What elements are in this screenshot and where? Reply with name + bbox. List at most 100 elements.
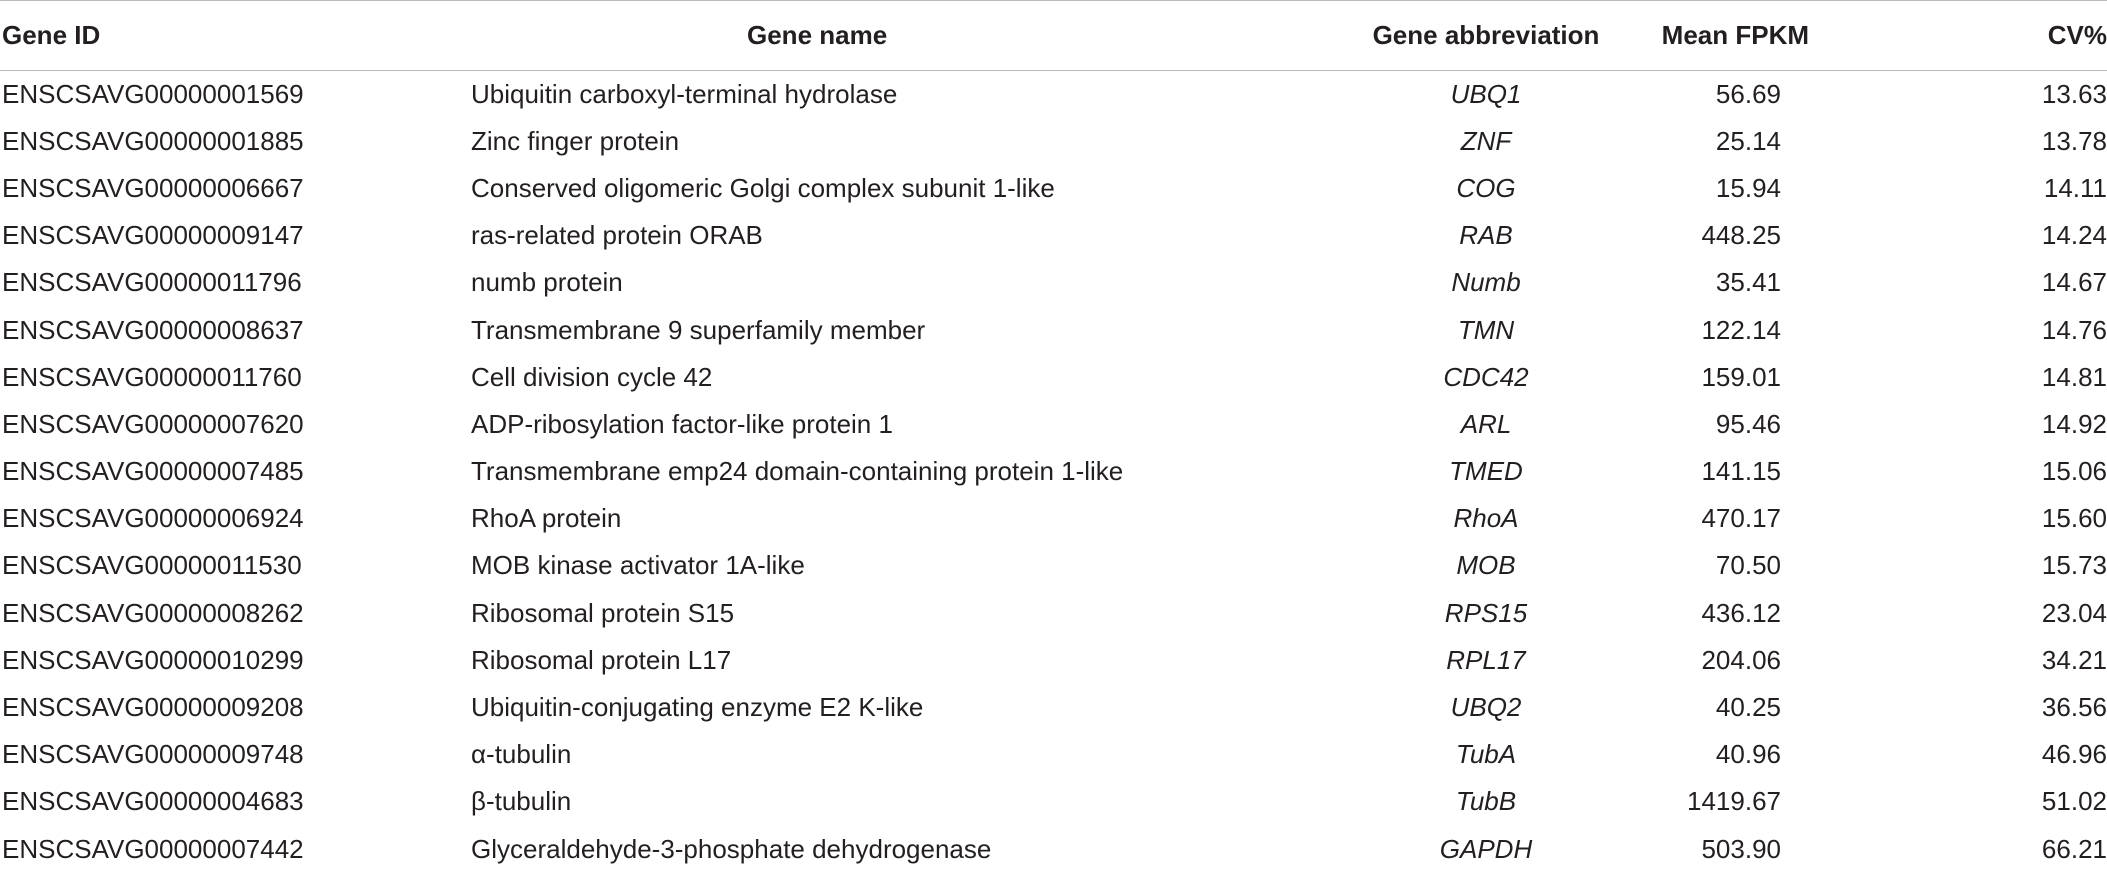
table-row: ENSCSAVG00000001885 Zinc finger protein ZN…: [0, 118, 2107, 165]
gene-abbreviation-cell: RAB: [1459, 220, 1513, 251]
gene-name-cell: Glyceraldehyde-3-phosphate dehydrogenase: [471, 833, 992, 864]
gene-abbreviation-cell: CDC42: [1443, 361, 1529, 392]
table-row: ENSCSAVG00000009748 α-tubulin TubA 40.96 46.…: [0, 731, 2107, 778]
gene-name-cell: numb protein: [471, 267, 623, 298]
table-row: ENSCSAVG00000006667 Conserved oligomeric …: [0, 165, 2107, 212]
header-row: Gene ID Gene name Gene abbreviation Mean…: [0, 0, 2107, 71]
gene-id-cell: ENSCSAVG00000011760: [2, 361, 302, 392]
cv-cell: 46.96: [2041, 739, 2107, 770]
cv-cell: 51.02: [2041, 786, 2107, 817]
mean-fpkm-cell: 15.94: [1715, 172, 1781, 203]
gene-abbreviation-cell: UBQ2: [1450, 692, 1522, 723]
mean-fpkm-cell: 470.17: [1701, 503, 1781, 534]
gene-name-cell: MOB kinase activator 1A-like: [471, 550, 805, 581]
gene-abbreviation-cell: GAPDH: [1439, 833, 1533, 864]
mean-fpkm-cell: 159.01: [1701, 361, 1781, 392]
cv-cell: 14.67: [2041, 267, 2107, 298]
gene-abbreviation-cell: ARL: [1460, 408, 1512, 439]
mean-fpkm-cell: 141.15: [1701, 456, 1781, 487]
gene-name-cell: ADP-ribosylation factor-like protein 1: [471, 408, 893, 439]
gene-id-cell: ENSCSAVG00000004683: [2, 786, 304, 817]
cv-cell: 14.92: [2041, 408, 2107, 439]
mean-fpkm-cell: 40.96: [1715, 739, 1781, 770]
cv-cell: 15.60: [2041, 503, 2107, 534]
gene-name-cell: ras-related protein ORAB: [471, 220, 763, 251]
gene-abbreviation-cell: RPL17: [1446, 644, 1526, 675]
gene-abbreviation-cell: Numb: [1451, 267, 1521, 298]
gene-id-cell: ENSCSAVG00000007485: [2, 456, 304, 487]
gene-name-cell: α-tubulin: [471, 739, 572, 770]
mean-fpkm-cell: 35.41: [1715, 267, 1781, 298]
gene-abbreviation-cell: UBQ1: [1450, 78, 1522, 109]
gene-id-cell: ENSCSAVG00000006924: [2, 503, 304, 534]
cv-cell: 34.21: [2041, 644, 2107, 675]
mean-fpkm-cell: 70.50: [1715, 550, 1781, 581]
table-row: ENSCSAVG00000009208 Ubiquitin-conjugating…: [0, 684, 2107, 731]
gene-id-cell: ENSCSAVG00000011796: [2, 267, 302, 298]
mean-fpkm-cell: 448.25: [1701, 220, 1781, 251]
mean-fpkm-cell: 56.69: [1715, 78, 1781, 109]
gene-id-cell: ENSCSAVG00000009208: [2, 692, 304, 723]
table-row: ENSCSAVG00000011530 MOB kinase activator …: [0, 542, 2107, 589]
cv-cell: 14.81: [2041, 361, 2107, 392]
cv-cell: 23.04: [2041, 597, 2107, 628]
gene-name-cell: RhoA protein: [471, 503, 622, 534]
table-header: Gene ID Gene name Gene abbreviation Mean…: [0, 0, 2107, 71]
gene-abbreviation-cell: RhoA: [1453, 503, 1519, 534]
gene-abbreviation-cell: RPS15: [1444, 597, 1528, 628]
cv-cell: 15.06: [2041, 456, 2107, 487]
cv-cell: 15.73: [2041, 550, 2107, 581]
mean-fpkm-cell: 503.90: [1701, 833, 1781, 864]
gene-id-cell: ENSCSAVG00000011530: [2, 550, 302, 581]
gene-id-cell: ENSCSAVG00000009748: [2, 739, 304, 770]
table-row: ENSCSAVG00000007485 Transmembrane emp24 d…: [0, 448, 2107, 495]
gene-name-cell: Ubiquitin-conjugating enzyme E2 K-like: [471, 692, 924, 723]
gene-name-cell: Ribosomal protein S15: [471, 597, 735, 628]
gene-abbreviation-cell: TMN: [1457, 314, 1515, 345]
header-mean-fpkm: Mean FPKM: [1621, 0, 1901, 71]
cv-cell: 14.76: [2041, 314, 2107, 345]
gene-name-cell: Transmembrane 9 superfamily member: [471, 314, 926, 345]
gene-abbreviation-cell: TMED: [1449, 456, 1523, 487]
cv-cell: 14.24: [2041, 220, 2107, 251]
table-row: ENSCSAVG00000006924 RhoA protein RhoA 470.1…: [0, 495, 2107, 542]
header-gene-name: Gene name: [471, 0, 1301, 71]
gene-abbreviation-cell: TubA: [1455, 739, 1517, 770]
table-row: ENSCSAVG00000004683 β-tubulin TubB 1419.67 5…: [0, 778, 2107, 825]
cv-cell: 13.63: [2041, 78, 2107, 109]
gene-abbreviation-cell: TubB: [1455, 786, 1517, 817]
gene-name-cell: Transmembrane emp24 domain-containing pr…: [471, 456, 1124, 487]
table-row: ENSCSAVG00000011760 Cell division cycle 4…: [0, 354, 2107, 401]
mean-fpkm-cell: 1419.67: [1687, 786, 1781, 817]
gene-id-cell: ENSCSAVG00000001885: [2, 125, 304, 156]
gene-abbreviation-cell: ZNF: [1460, 125, 1512, 156]
gene-name-cell: Ubiquitin carboxyl-terminal hydrolase: [471, 78, 898, 109]
mean-fpkm-cell: 25.14: [1715, 125, 1781, 156]
gene-id-cell: ENSCSAVG00000007620: [2, 408, 304, 439]
mean-fpkm-cell: 204.06: [1701, 644, 1781, 675]
table-row: ENSCSAVG00000007442 Glyceraldehyde-3-phos…: [0, 826, 2107, 873]
table-row: ENSCSAVG00000007620 ADP-ribosylation fact…: [0, 401, 2107, 448]
gene-name-cell: Ribosomal protein L17: [471, 644, 732, 675]
cv-cell: 14.11: [2043, 172, 2107, 203]
gene-name-cell: Zinc finger protein: [471, 125, 680, 156]
gene-name-cell: Conserved oligomeric Golgi complex subun…: [471, 172, 1055, 203]
gene-id-cell: ENSCSAVG00000007442: [2, 833, 304, 864]
mean-fpkm-cell: 95.46: [1715, 408, 1781, 439]
gene-abbreviation-cell: MOB: [1456, 550, 1516, 581]
table-row: ENSCSAVG00000010299 Ribosomal protein L17…: [0, 637, 2107, 684]
gene-name-cell: Cell division cycle 42: [471, 361, 713, 392]
cv-cell: 13.78: [2041, 125, 2107, 156]
mean-fpkm-cell: 122.14: [1701, 314, 1781, 345]
gene-id-cell: ENSCSAVG00000006667: [2, 172, 304, 203]
gene-id-cell: ENSCSAVG00000010299: [2, 644, 304, 675]
cv-cell: 36.56: [2041, 692, 2107, 723]
gene-name-cell: β-tubulin: [471, 786, 572, 817]
header-cv: CV%: [1901, 0, 2107, 71]
